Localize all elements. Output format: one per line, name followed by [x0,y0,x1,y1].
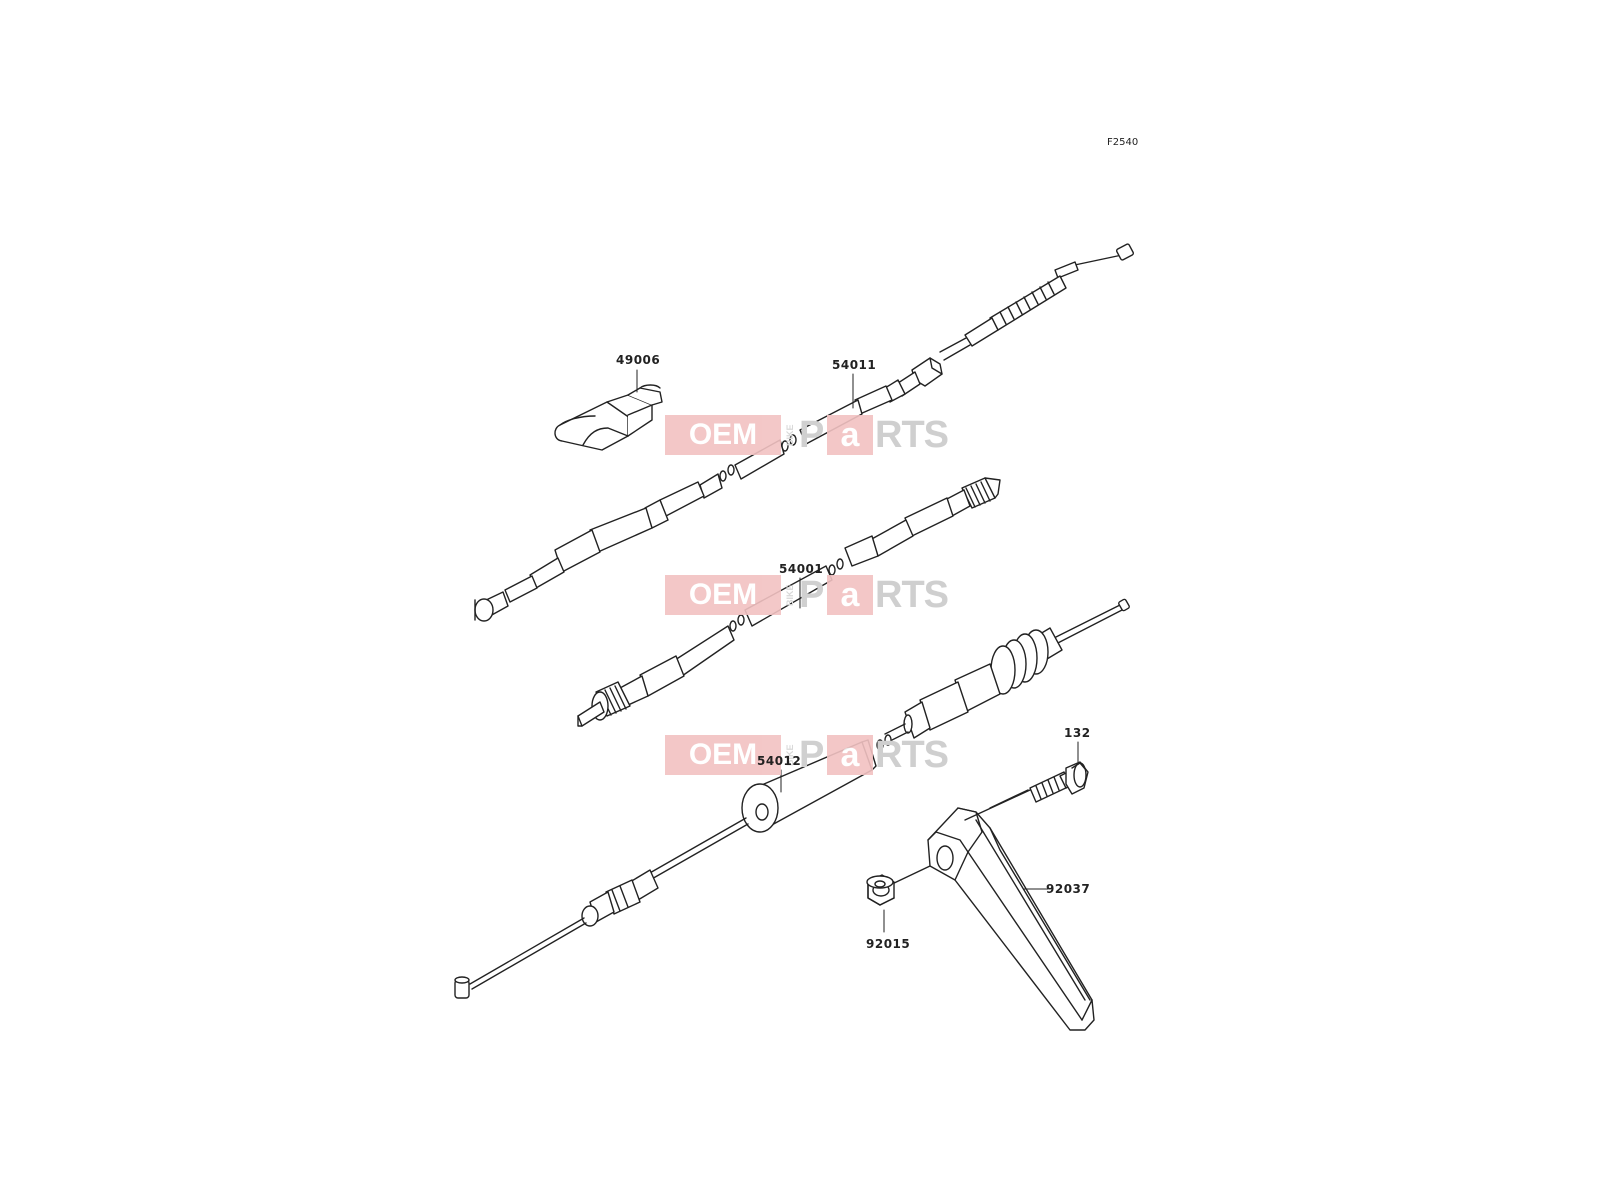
part-label-92037[interactable]: 92037 [1046,882,1091,896]
part-label-54012[interactable]: 54012 [757,754,802,768]
cable-boot-49006[interactable] [554,384,663,451]
bolt-132[interactable] [989,761,1089,809]
diagram-code: F2540 [1107,137,1139,148]
nut-92015[interactable] [866,865,931,906]
part-label-49006[interactable]: 49006 [616,353,661,367]
part-label-92015[interactable]: 92015 [866,937,911,951]
part-label-54011[interactable]: 54011 [832,358,877,372]
bracket-92037[interactable] [927,789,1095,1031]
part-label-54001[interactable]: 54001 [779,562,824,576]
part-label-132[interactable]: 132 [1064,726,1091,740]
